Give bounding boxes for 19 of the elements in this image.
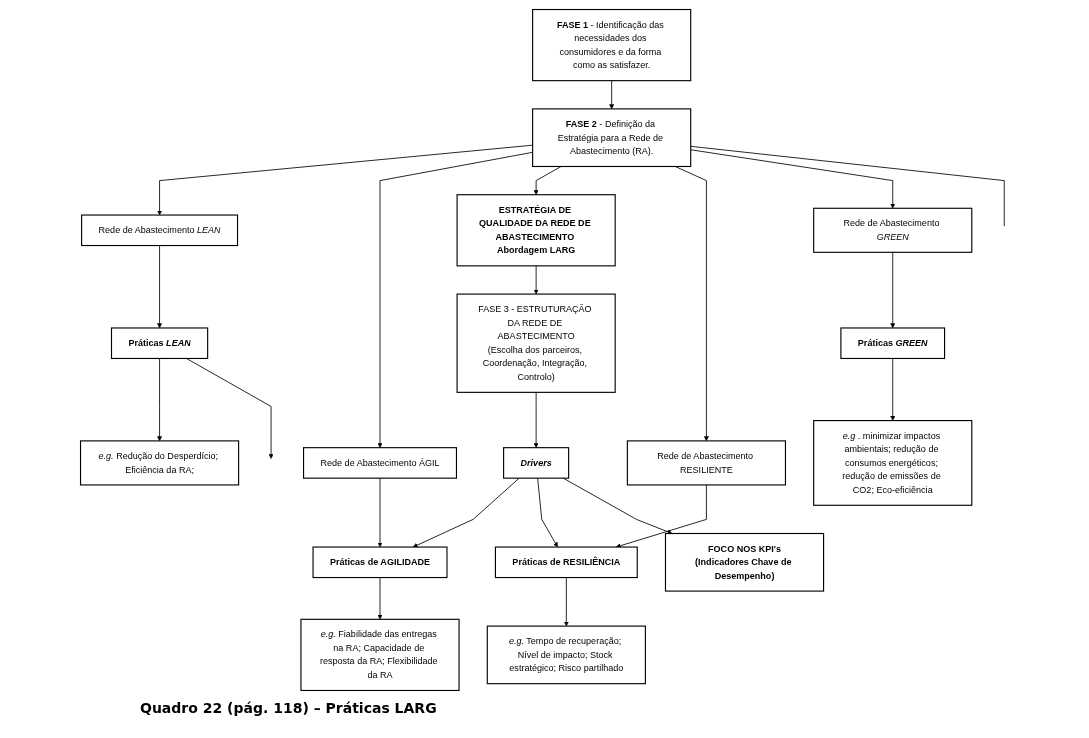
node-box: ESTRATÉGIA DE QUALIDADE DA REDE DE ABASTECIMENTO Abordagem LARG (456, 194, 616, 267)
node-box: Rede de Abastecimento GREEN (813, 207, 973, 253)
node-box: e.g . minimizar impactos ambientais; redução de consumos energéticos; redução de emissões de CO2; Eco-eficiência (813, 420, 973, 506)
node-box: Drivers (503, 447, 570, 479)
node-box: FASE 2 - Definição da Estratégia para a Rede de Abastecimento (RA). (532, 108, 692, 168)
node-box: Práticas GREEN (840, 327, 946, 360)
caption: Quadro 22 (pág. 118) – Práticas LARG (140, 700, 438, 716)
node-box: Rede de Abastecimento LEAN (81, 214, 239, 247)
node-box: FASE 3 - ESTRUTURAÇÃO DA REDE DE ABASTECIMENTO (Escolha dos parceiros, Coordenação, Integração, Controlo) (456, 293, 616, 393)
node-box: FASE 1 - Identificação das necessidades dos consumidores e da forma como as satisfazer. (532, 8, 692, 82)
node-box: Rede de Abastecimento RESILIENTE (626, 440, 786, 486)
node-box: Rede de Abastecimento ÁGIL (302, 447, 457, 479)
node-box: Práticas de AGILIDADE (312, 546, 448, 579)
node-box: e.g. Tempo de recuperação; Nível de impacto; Stock estratégico; Risco partilhado (486, 625, 646, 685)
node-box: e.g. Redução do Desperdício; Eficiência da RA; (79, 440, 240, 486)
node-box: e.g. Fiabilidade das entregas na RA; Capacidade de resposta da RA; Flexibilidade da RA (300, 618, 460, 692)
node-box: Práticas de RESILIÊNCIA (494, 546, 638, 579)
node-box: FOCO NOS KPI's (Indicadores Chave de Desempenho) (664, 532, 825, 592)
node-box: Práticas LEAN (110, 327, 209, 360)
